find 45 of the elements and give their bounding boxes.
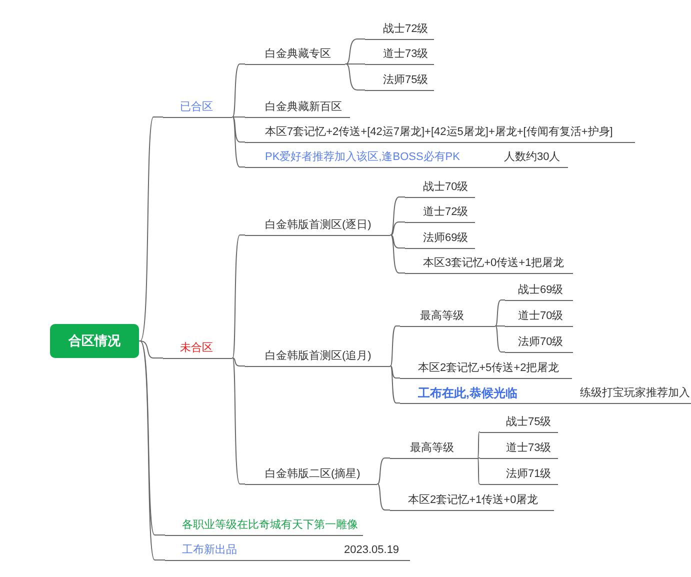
branch-topic: 战士69级 [505, 281, 573, 301]
branch-topic: 工布在此,恭候光临 [400, 384, 576, 404]
branch-topic: 工布新出品 [165, 541, 340, 561]
connector-line [138, 340, 164, 358]
connector-line [344, 64, 366, 90]
branch-topic: 本区3套记忆+0传送+1把屠龙 [405, 254, 573, 274]
note-text: 2023.05.19 [340, 541, 410, 561]
branch-topic: 本区7套记忆+2传送+[42运7屠龙]+[42运5屠龙]+屠龙+[传闻有复活+护身] [245, 123, 635, 143]
branch-topic: 本区2套记忆+5传送+2把屠龙 [400, 359, 572, 379]
branch-topic: 战士75级 [480, 413, 558, 433]
branch-topic: PK爱好者推荐加入该区,逢BOSS必有PK [245, 148, 500, 168]
connector-line [232, 358, 246, 366]
branch-topic: 本区2套记忆+1传送+0屠龙 [390, 491, 554, 511]
branch-topic: 白金韩版二区(摘星) [245, 465, 377, 485]
branch-topic: 白金韩版首测区(追月) [245, 347, 390, 367]
connector-line [232, 116, 246, 142]
branch-topic: 法师71级 [480, 465, 558, 485]
branch-topic: 道士73级 [365, 45, 434, 65]
branch-topic: 白金典藏专区 [245, 45, 345, 65]
branch-topic: 白金韩版首测区(逐日) [245, 216, 390, 236]
note-text: 人数约30人 [500, 148, 568, 168]
connector-line [390, 234, 406, 248]
branch-topic: 白金典藏新百区 [245, 98, 350, 118]
branch-topic: 战士70级 [405, 178, 475, 198]
branch-topic: 道士72级 [405, 203, 475, 223]
connector-line [478, 458, 480, 484]
branch-topic: 最高等级 [390, 439, 478, 459]
branch-topic: 各职业等级在比奇城有天下第一雕像 [165, 516, 363, 536]
branch-topic: 道士73级 [480, 439, 558, 459]
branch-topic: 法师70级 [505, 333, 573, 353]
connector-line [138, 116, 164, 342]
branch-topic: 最高等级 [400, 307, 495, 327]
connector-line [232, 116, 246, 118]
connector-line [390, 366, 400, 378]
note-text: 练级打宝玩家推荐加入 [576, 384, 691, 404]
branch-topic: 道士70级 [505, 307, 573, 327]
connector-line [390, 222, 406, 236]
branch-topic: 战士72级 [365, 20, 434, 40]
branch-topic: 已合区 [163, 98, 232, 118]
branch-topic: 法师75级 [365, 71, 434, 91]
branch-topic: 法师69级 [405, 229, 475, 249]
root-topic-box: 合区情况 [50, 324, 139, 358]
connector-line [478, 432, 480, 458]
connector-line [344, 38, 366, 64]
branch-topic: 未合区 [163, 339, 232, 359]
